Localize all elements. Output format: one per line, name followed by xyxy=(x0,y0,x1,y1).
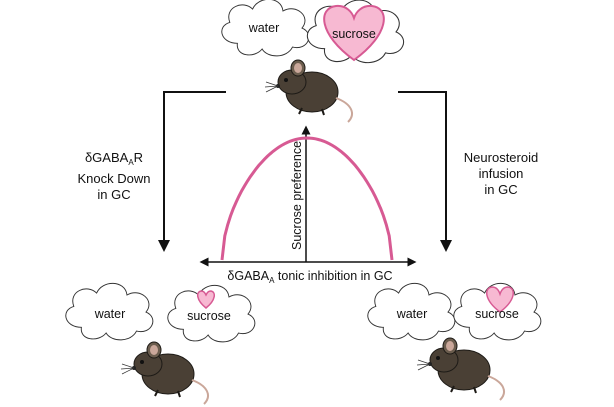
y-axis-label: Sucrose preference xyxy=(290,140,304,250)
right-arrow xyxy=(398,91,452,252)
heart-icon-right xyxy=(486,286,514,313)
mouse-icon-top xyxy=(264,59,353,123)
cloud-right-water-label: water xyxy=(396,307,428,321)
cloud-top-sucrose-label: sucrose xyxy=(332,27,376,41)
cloud-top-sucrose-group xyxy=(306,0,405,64)
mouse-icon-right xyxy=(416,337,505,401)
left-arrow xyxy=(158,91,226,252)
right-label-line2: infusion xyxy=(478,166,524,181)
cloud-top-water-label: water xyxy=(248,21,280,35)
left-label-line1: δGABAAR xyxy=(84,150,144,167)
right-label-line1: Neurosteroid xyxy=(463,150,539,165)
x-axis-label: δGABAA tonic inhibition in GC xyxy=(227,269,393,285)
cloud-left-water-label: water xyxy=(94,307,126,321)
cloud-left-sucrose-label: sucrose xyxy=(187,309,231,323)
right-condition-label: Neurosteroid infusion in GC xyxy=(446,150,556,198)
cloud-right-sucrose-label: sucrose xyxy=(475,307,519,321)
right-label-line3: in GC xyxy=(484,182,518,197)
left-label-line3: in GC xyxy=(97,187,131,202)
heart-icon-top xyxy=(323,4,385,62)
mouse-icon-left xyxy=(120,341,209,405)
left-label-line2: Knock Down xyxy=(77,171,151,186)
left-condition-label: δGABAAR Knock Down in GC xyxy=(66,150,162,203)
preference-curve xyxy=(220,136,394,261)
heart-icon-left xyxy=(196,290,216,309)
